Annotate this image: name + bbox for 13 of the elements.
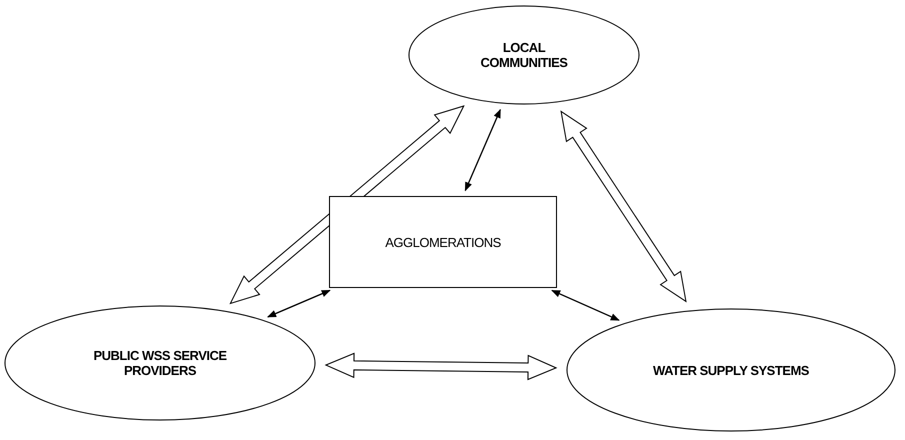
node-label: PUBLIC WSS SERVICE PROVIDERS [92, 348, 228, 378]
arrow [267, 290, 331, 318]
ellipse-node [408, 5, 640, 105]
ellipse-node [4, 305, 316, 421]
node-label: AGGLOMERATIONS [385, 234, 501, 250]
double-arrow [324, 352, 558, 380]
node-label: WATER SUPPLY SYSTEMS [653, 362, 809, 378]
arrow [464, 108, 501, 192]
ellipse-node [566, 308, 896, 432]
process-box [329, 196, 557, 288]
node-label: LOCAL COMMUNITIES [480, 40, 568, 70]
arrow [551, 290, 620, 321]
double-arrow [560, 110, 687, 303]
